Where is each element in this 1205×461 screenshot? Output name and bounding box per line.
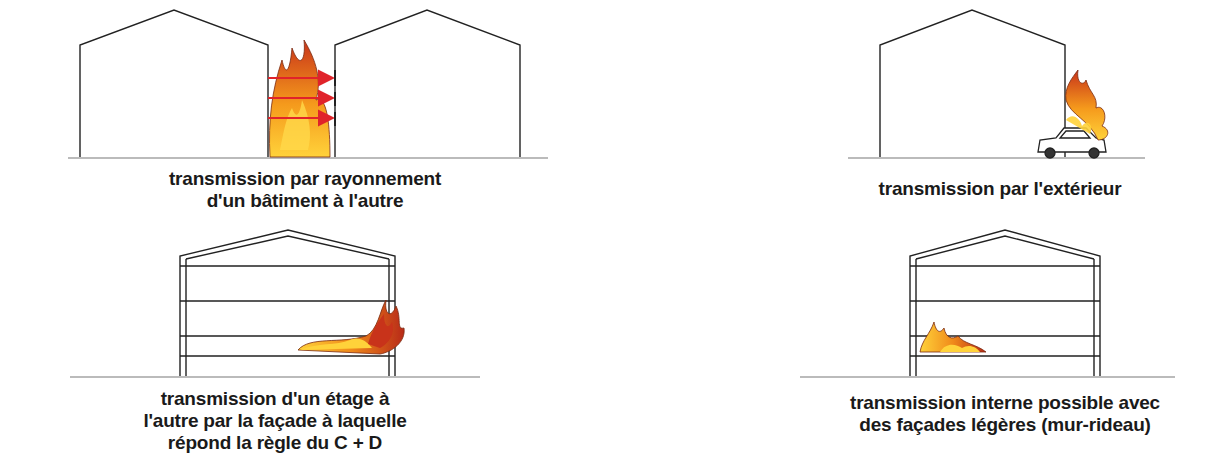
wall-hatch xyxy=(334,70,336,126)
ground-lines xyxy=(68,158,1175,377)
fire xyxy=(920,322,986,352)
caption: transmission par l'extérieur xyxy=(877,178,1124,200)
caption: transmission d'un étage à l'autre par la… xyxy=(141,388,409,454)
fire xyxy=(1066,70,1108,140)
caption: transmission interne possible avec des f… xyxy=(848,392,1162,436)
fire xyxy=(298,300,404,354)
caption: transmission par rayonnement d'un bâtime… xyxy=(167,168,444,212)
radiation-arrows xyxy=(268,78,333,118)
